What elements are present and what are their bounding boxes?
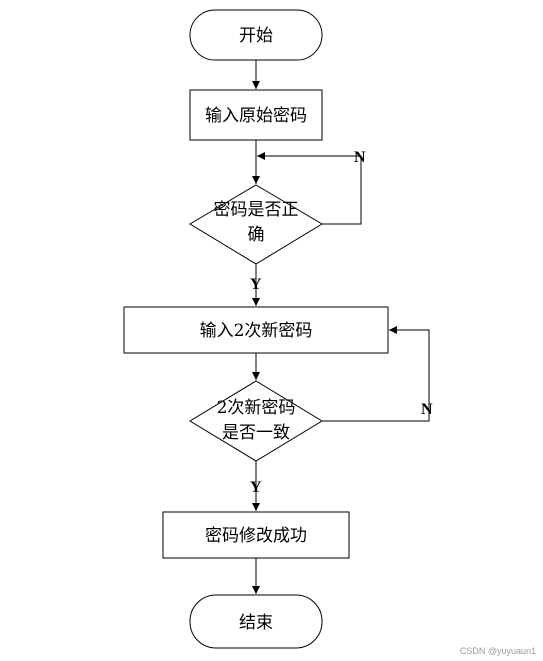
edge-label-no-2: N [421,401,433,418]
input-original-step-box [189,89,323,141]
success-step-box [162,511,350,559]
check-correct-label-line1: 密码是否正 [214,200,299,220]
input-original-step: 输入原始密码 [189,89,323,141]
end-terminal: 结束 [189,594,323,649]
start-terminal-label: 开始 [239,26,273,46]
edge-check-correct-no-loop [257,152,362,225]
check-correct-label-line2: 确 [248,225,265,245]
edge-check-match-no-loop [322,326,430,422]
check-match-decision: 2次新密码 是否一致 [189,380,323,462]
watermark-text: CSDN @yuyuaun1 [460,646,536,656]
edge-label-no-1: N [354,149,366,166]
success-step-label: 密码修改成功 [205,526,307,546]
check-match-diamond [189,380,323,462]
edge-label-yes-1: Y [250,276,262,293]
success-step: 密码修改成功 [162,511,350,559]
input-original-step-label: 输入原始密码 [205,106,307,126]
end-terminal-shape [189,594,323,649]
edge-label-yes-2: Y [250,479,262,496]
input-new-twice-step: 输入2次新密码 [123,306,389,354]
check-match-label-line1: 2次新密码 [217,398,296,418]
check-correct-decision: 密码是否正 确 [189,184,323,265]
end-terminal-label: 结束 [239,613,273,633]
start-terminal: 开始 [189,9,323,61]
input-new-twice-step-label: 输入2次新密码 [200,321,313,341]
check-match-label-line2: 是否一致 [222,423,290,443]
